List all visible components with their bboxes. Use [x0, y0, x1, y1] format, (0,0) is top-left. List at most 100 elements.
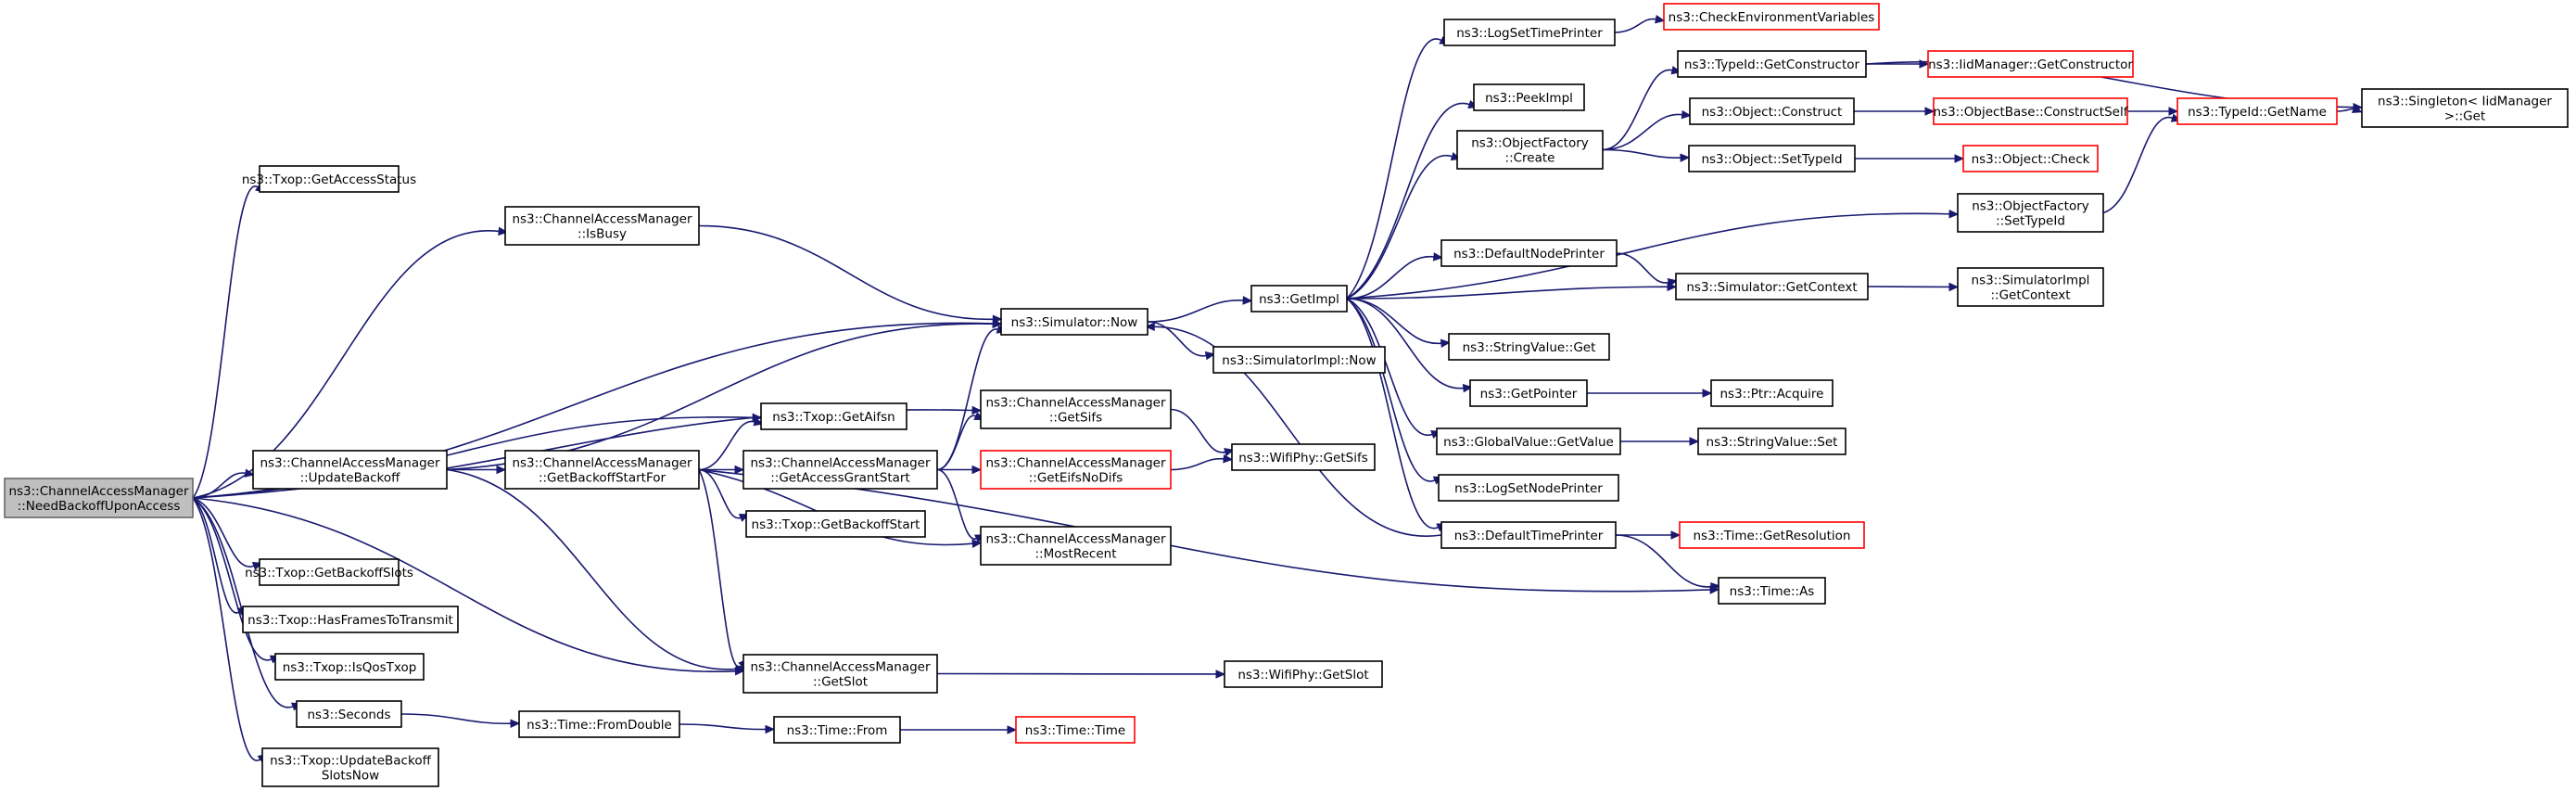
node-getEifsNoDifs[interactable]: ns3::ChannelAccessManager::GetEifsNoDifs	[980, 450, 1172, 490]
node-label: ::NeedBackoffUponAccess	[18, 499, 181, 514]
node-label: ns3::StringValue::Get	[1463, 340, 1596, 355]
node-timeGetResolution[interactable]: ns3::Time::GetResolution	[1679, 521, 1865, 549]
node-label: ns3::WifiPhy::GetSlot	[1237, 668, 1368, 683]
node-isQos[interactable]: ns3::Txop::IsQosTxop	[274, 653, 425, 681]
node-label: ns3::GetPointer	[1480, 387, 1578, 402]
node-simImplGetContext[interactable]: ns3::SimulatorImpl::GetContext	[1957, 267, 2104, 307]
call-edge-getImpl-to-defaultTimePrinter	[1346, 298, 1448, 532]
node-label: ns3::StringValue::Set	[1707, 435, 1838, 450]
node-label: ::SetTypeId	[1996, 214, 2065, 229]
node-getImpl[interactable]: ns3::GetImpl	[1250, 285, 1348, 313]
node-getBackoffStart[interactable]: ns3::Txop::GetBackoffStart	[745, 510, 926, 538]
node-hasFrames[interactable]: ns3::Txop::HasFramesToTransmit	[242, 606, 459, 633]
node-typeIdGetName[interactable]: ns3::TypeId::GetName	[2176, 97, 2338, 125]
node-simGetContext[interactable]: ns3::Simulator::GetContext	[1675, 273, 1869, 300]
node-stringValueGet[interactable]: ns3::StringValue::Get	[1448, 333, 1610, 361]
call-edge-objFactorySetTypeId-to-typeIdGetName	[2102, 113, 2182, 214]
node-label: ns3::TypeId::GetConstructor	[1684, 57, 1860, 72]
call-edge-seconds-to-fromDouble	[400, 713, 521, 729]
node-label: ns3::ChannelAccessManager	[8, 484, 189, 499]
node-label: ns3::ChannelAccessManager	[985, 396, 1166, 411]
node-timeAs[interactable]: ns3::Time::As	[1718, 577, 1826, 605]
node-label: ns3::ObjectFactory	[1972, 199, 2089, 214]
call-edge-getSifs-to-wifiGetSifs	[1170, 408, 1235, 457]
call-edge-getImpl-to-objFactorySetTypeId	[1346, 209, 1960, 300]
node-getBackoffSlots[interactable]: ns3::Txop::GetBackoffSlots	[245, 558, 413, 586]
node-label: ns3::Time::Time	[1025, 723, 1125, 738]
call-edge-globalValueGetValue-to-stringValueSet	[1619, 437, 1700, 446]
node-getPointer[interactable]: ns3::GetPointer	[1469, 379, 1588, 407]
call-edge-objectSetTypeId-to-objectCheck	[1854, 154, 1965, 163]
node-logSetTimePrinter[interactable]: ns3::LogSetTimePrinter	[1443, 19, 1616, 46]
call-edge-getImpl-to-defaultNodePrinter	[1346, 252, 1444, 300]
node-isBusy[interactable]: ns3::ChannelAccessManager::IsBusy	[504, 206, 700, 246]
node-objFactorySetTypeId[interactable]: ns3::ObjectFactory::SetTypeId	[1957, 193, 2104, 233]
node-defaultNodePrinter[interactable]: ns3::DefaultNodePrinter	[1440, 239, 1618, 267]
node-label: ns3::Ptr::Acquire	[1720, 387, 1824, 402]
node-label: ns3::TypeId::GetName	[2188, 105, 2327, 120]
node-mostRecent[interactable]: ns3::ChannelAccessManager::MostRecent	[980, 526, 1172, 566]
node-label: ns3::Txop::GetAccessStatus	[242, 172, 416, 187]
node-getAccessStatus[interactable]: ns3::Txop::GetAccessStatus	[242, 165, 416, 193]
node-label: ns3::Time::GetResolution	[1693, 529, 1850, 543]
node-objectConstruct[interactable]: ns3::Object::Construct	[1689, 97, 1855, 125]
call-edge-defaultTimePrinter-to-simNow	[1145, 322, 1442, 537]
node-label: ns3::IidManager::GetConstructor	[1928, 57, 2133, 72]
node-label: ns3::PeekImpl	[1485, 91, 1573, 106]
node-objFactoryCreate[interactable]: ns3::ObjectFactory::Create	[1456, 130, 1604, 170]
node-label: ns3::Time::As	[1730, 584, 1815, 599]
node-label: ns3::DefaultTimePrinter	[1454, 529, 1604, 543]
node-getSlot[interactable]: ns3::ChannelAccessManager::GetSlot	[742, 654, 938, 694]
node-wifiGetSlot[interactable]: ns3::WifiPhy::GetSlot	[1224, 660, 1383, 688]
call-edge-objFactoryCreate-to-typeIdGetConstructor	[1602, 66, 1682, 151]
node-simNow[interactable]: ns3::Simulator::Now	[1000, 308, 1148, 336]
node-label: ns3::SimulatorImpl::Now	[1222, 353, 1376, 368]
call-edge-getPointer-to-ptrAcquire	[1587, 389, 1713, 398]
node-getAccessGrantStart[interactable]: ns3::ChannelAccessManager::GetAccessGran…	[742, 450, 938, 490]
node-objBaseConstructSelf[interactable]: ns3::ObjectBase::ConstructSelf	[1933, 97, 2129, 125]
call-edge-simGetContext-to-simImplGetContext	[1867, 282, 1960, 292]
node-singletonGet[interactable]: ns3::Singleton< IidManager >::Get	[2361, 88, 2569, 128]
node-typeIdGetConstructor[interactable]: ns3::TypeId::GetConstructor	[1677, 50, 1867, 78]
node-checkEnv[interactable]: ns3::CheckEnvironmentVariables	[1663, 3, 1880, 31]
node-label: ::GetContext	[1990, 288, 2070, 303]
call-edge-fromDouble-to-timeFrom	[679, 723, 776, 734]
node-globalValueGetValue[interactable]: ns3::GlobalValue::GetValue	[1436, 427, 1621, 455]
node-timeTime[interactable]: ns3::Time::Time	[1015, 716, 1136, 744]
node-getBackoffStartFor[interactable]: ns3::ChannelAccessManager::GetBackoffSta…	[504, 450, 700, 490]
node-label: ns3::ChannelAccessManager	[512, 456, 692, 471]
node-label: ns3::Txop::UpdateBackoff	[270, 754, 431, 769]
node-seconds[interactable]: ns3::Seconds	[296, 700, 402, 728]
node-objectSetTypeId[interactable]: ns3::Object::SetTypeId	[1688, 145, 1856, 172]
call-edge-getAccessGrantStart-to-getEifsNoDifs	[937, 465, 983, 475]
node-timeFrom[interactable]: ns3::Time::From	[773, 716, 901, 744]
node-stringValueSet[interactable]: ns3::StringValue::Set	[1697, 427, 1846, 455]
node-label: ns3::Time::From	[787, 723, 888, 738]
node-label: ns3::ChannelAccessManager	[985, 456, 1166, 471]
node-label: ::GetSlot	[813, 675, 868, 690]
node-defaultTimePrinter[interactable]: ns3::DefaultTimePrinter	[1440, 521, 1617, 549]
node-root: ns3::ChannelAccessManager::NeedBackoffUp…	[4, 478, 194, 518]
call-edge-simNow-to-getImpl	[1147, 296, 1253, 323]
node-peekImpl[interactable]: ns3::PeekImpl	[1473, 83, 1585, 111]
node-objectCheck[interactable]: ns3::Object::Check	[1962, 145, 2099, 172]
node-simImplNow[interactable]: ns3::SimulatorImpl::Now	[1212, 346, 1386, 374]
node-getSifs[interactable]: ns3::ChannelAccessManager::GetSifs	[980, 389, 1172, 429]
node-label: ns3::ChannelAccessManager	[750, 660, 931, 675]
node-fromDouble[interactable]: ns3::Time::FromDouble	[518, 710, 680, 738]
node-ptrAcquire[interactable]: ns3::Ptr::Acquire	[1710, 379, 1834, 407]
node-wifiGetSifs[interactable]: ns3::WifiPhy::GetSifs	[1231, 443, 1376, 471]
call-graph-edges	[192, 14, 2364, 763]
node-updateBackoff[interactable]: ns3::ChannelAccessManager::UpdateBackoff	[252, 450, 448, 490]
node-label: ::GetEifsNoDifs	[1029, 471, 1123, 486]
node-logSetNodePrinter[interactable]: ns3::LogSetNodePrinter	[1438, 474, 1619, 502]
node-label: ns3::WifiPhy::GetSifs	[1238, 451, 1368, 466]
node-label: ns3::CheckEnvironmentVariables	[1669, 10, 1875, 25]
node-iidGetConstructor[interactable]: ns3::IidManager::GetConstructor	[1927, 50, 2134, 78]
call-edge-typeIdGetName-to-singletonGet	[2336, 104, 2363, 113]
node-getAifsn[interactable]: ns3::Txop::GetAifsn	[760, 402, 907, 430]
call-edge-getEifsNoDifs-to-wifiGetSifs	[1170, 454, 1234, 471]
node-label: ns3::Txop::GetBackoffStart	[752, 517, 920, 532]
